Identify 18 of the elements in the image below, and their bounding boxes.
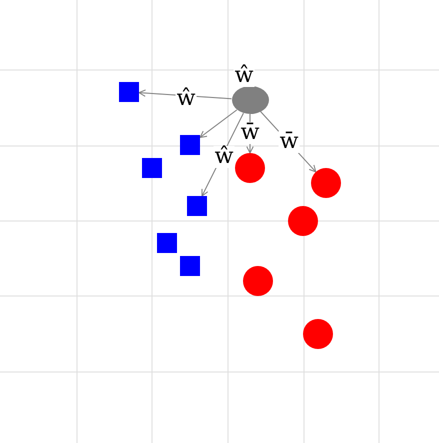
ellipse-node [232,86,268,114]
square-node [142,158,162,178]
circle-node [243,266,273,296]
edge-label: w̄ [278,131,300,153]
arrow [138,89,232,100]
circle-node [311,168,341,198]
circle-node [303,319,333,349]
square-node [180,135,200,155]
square-node [180,256,200,276]
square-node [119,82,139,102]
square-node [187,196,207,216]
circle-node [235,153,265,183]
circle-node [288,206,318,236]
square-node [157,233,177,253]
edge-label: ŵ [214,146,234,168]
arrow [200,109,238,138]
edge-label: ŵ [234,65,254,87]
edge-label: w̄ [240,122,260,144]
